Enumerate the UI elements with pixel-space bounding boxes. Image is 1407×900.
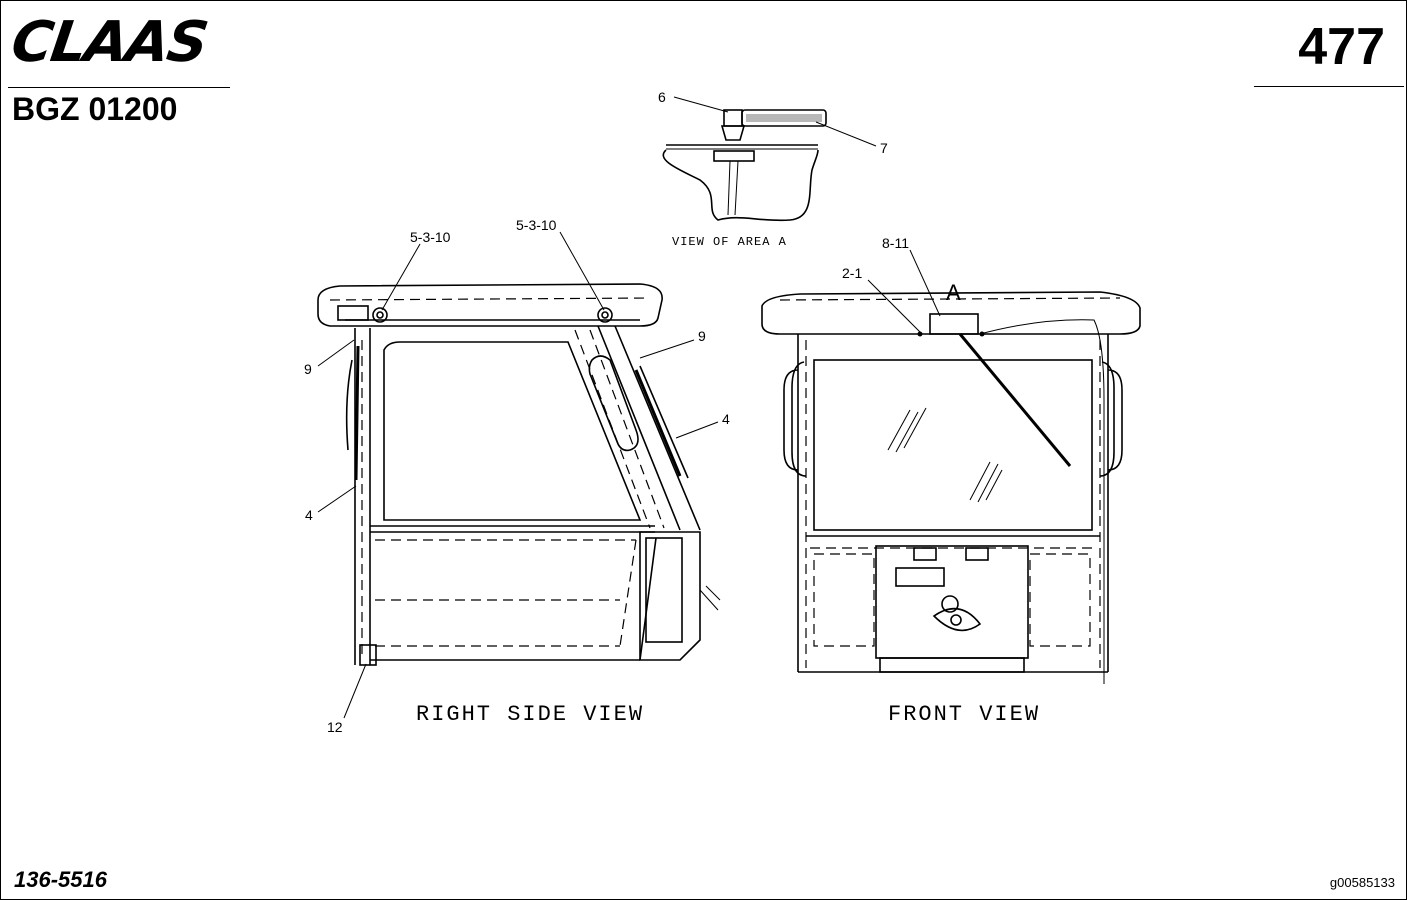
part-number: 136-5516 bbox=[14, 867, 107, 892]
front-view: 2-1 8-11 A FRONT VIEW bbox=[761, 235, 1141, 727]
callout-8-11: 8-11 bbox=[882, 235, 909, 251]
callout-9-right: 9 bbox=[698, 328, 706, 344]
image-id: g00585133 bbox=[1329, 875, 1395, 890]
right-side-view-caption: RIGHT SIDE VIEW bbox=[416, 702, 644, 727]
callout-4-left: 4 bbox=[305, 507, 313, 523]
callout-2-1: 2-1 bbox=[842, 265, 862, 281]
area-a-label: A bbox=[946, 280, 961, 305]
header-rule-left bbox=[8, 87, 230, 88]
detail-view-area-a: 6 7 VIEW OF AREA A bbox=[658, 89, 888, 249]
page-number: 477 bbox=[1298, 18, 1385, 76]
callout-5-3-10-left: 5-3-10 bbox=[410, 229, 451, 245]
callout-12: 12 bbox=[327, 719, 343, 735]
callout-6: 6 bbox=[658, 89, 666, 105]
front-view-caption: FRONT VIEW bbox=[888, 702, 1040, 727]
callout-9-left: 9 bbox=[304, 361, 312, 377]
detail-caption: VIEW OF AREA A bbox=[672, 235, 787, 249]
callout-5-3-10-right: 5-3-10 bbox=[516, 217, 557, 233]
callout-7: 7 bbox=[880, 140, 888, 156]
document-code: BGZ 01200 bbox=[12, 91, 178, 127]
right-side-view: 5-3-10 5-3-10 9 9 4 4 12 RIGHT SIDE VIEW bbox=[304, 217, 730, 735]
header-rule-right bbox=[1254, 86, 1404, 87]
callout-4-right: 4 bbox=[722, 411, 730, 427]
